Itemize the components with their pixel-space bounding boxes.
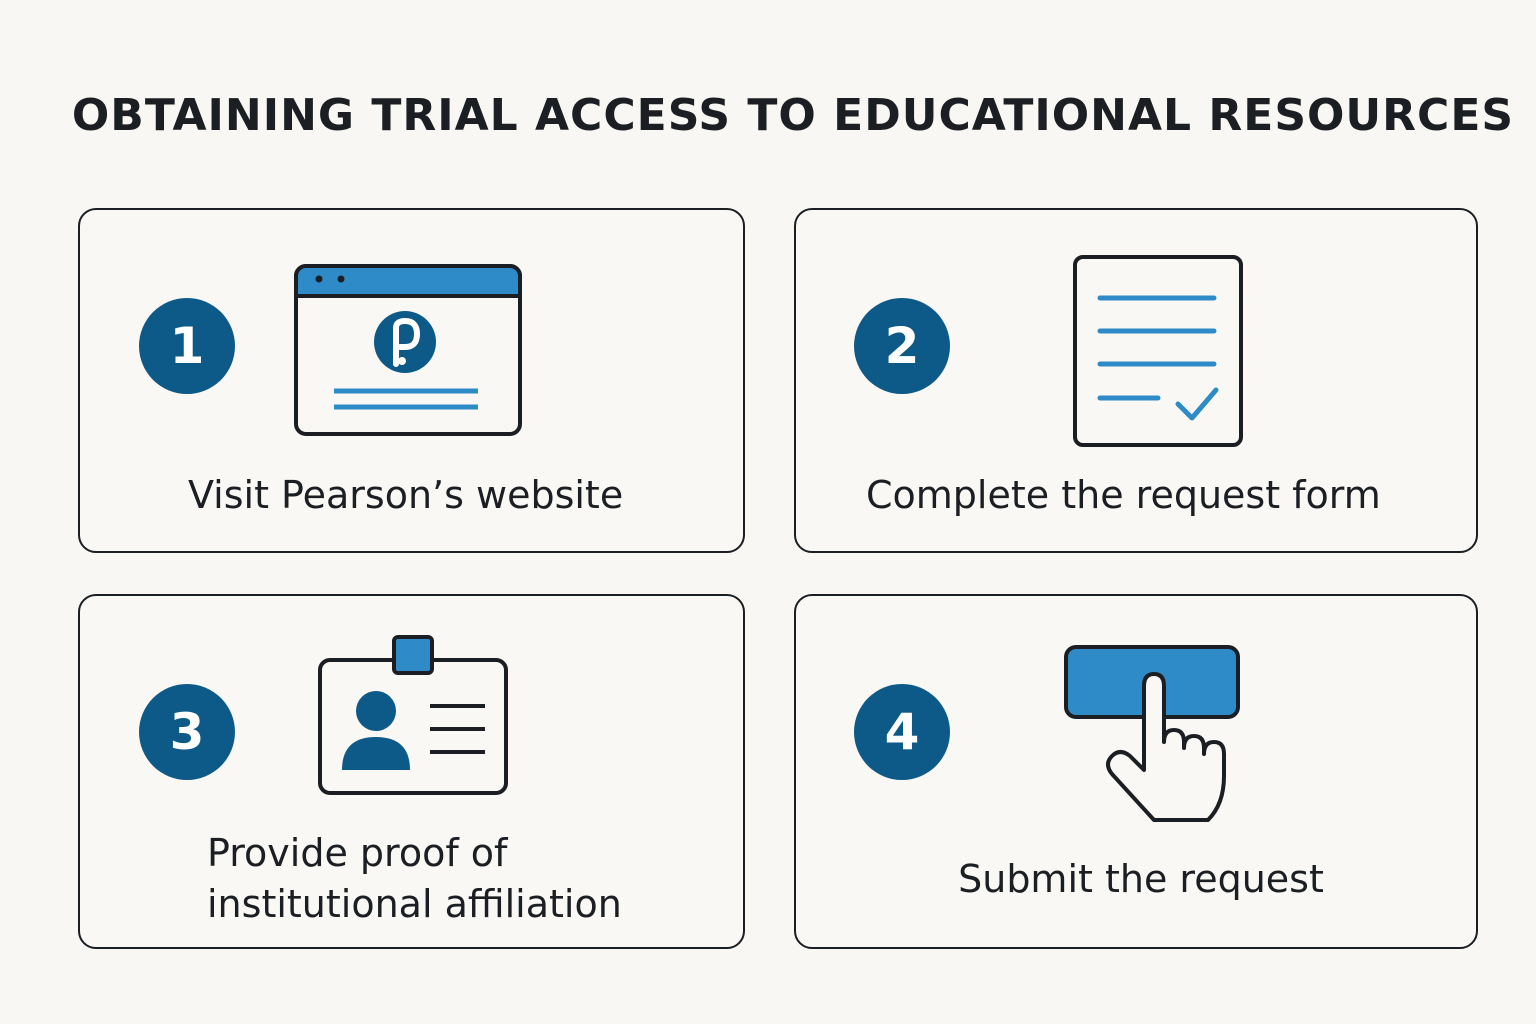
step-label-1: Visit Pearson’s website — [188, 473, 624, 517]
form-document-check-icon — [1073, 255, 1243, 447]
page-title: OBTAINING TRIAL ACCESS TO EDUCATIONAL RE… — [71, 90, 1515, 141]
id-badge-icon — [318, 635, 508, 795]
browser-window-icon — [294, 264, 522, 436]
step-number-badge-2: 2 — [854, 298, 950, 394]
step-label-4: Submit the request — [958, 857, 1324, 901]
step-label-3-line-2: institutional affiliation — [207, 882, 622, 926]
step-label-2: Complete the request form — [866, 473, 1381, 517]
step-number-badge-3: 3 — [139, 684, 235, 780]
step-card-1: 1 Visit Pearson’s website — [78, 208, 745, 553]
step-number-badge-4: 4 — [854, 684, 950, 780]
step-label-3-line-1: Provide proof of — [207, 831, 508, 875]
step-card-2: 2 Complete the request form — [794, 208, 1478, 553]
step-card-4: 4 Submit the request — [794, 594, 1478, 949]
step-number-badge-1: 1 — [139, 298, 235, 394]
pointer-click-button-icon — [1064, 645, 1240, 822]
step-card-3: 3 Provide proof of institutional affilia… — [78, 594, 745, 949]
